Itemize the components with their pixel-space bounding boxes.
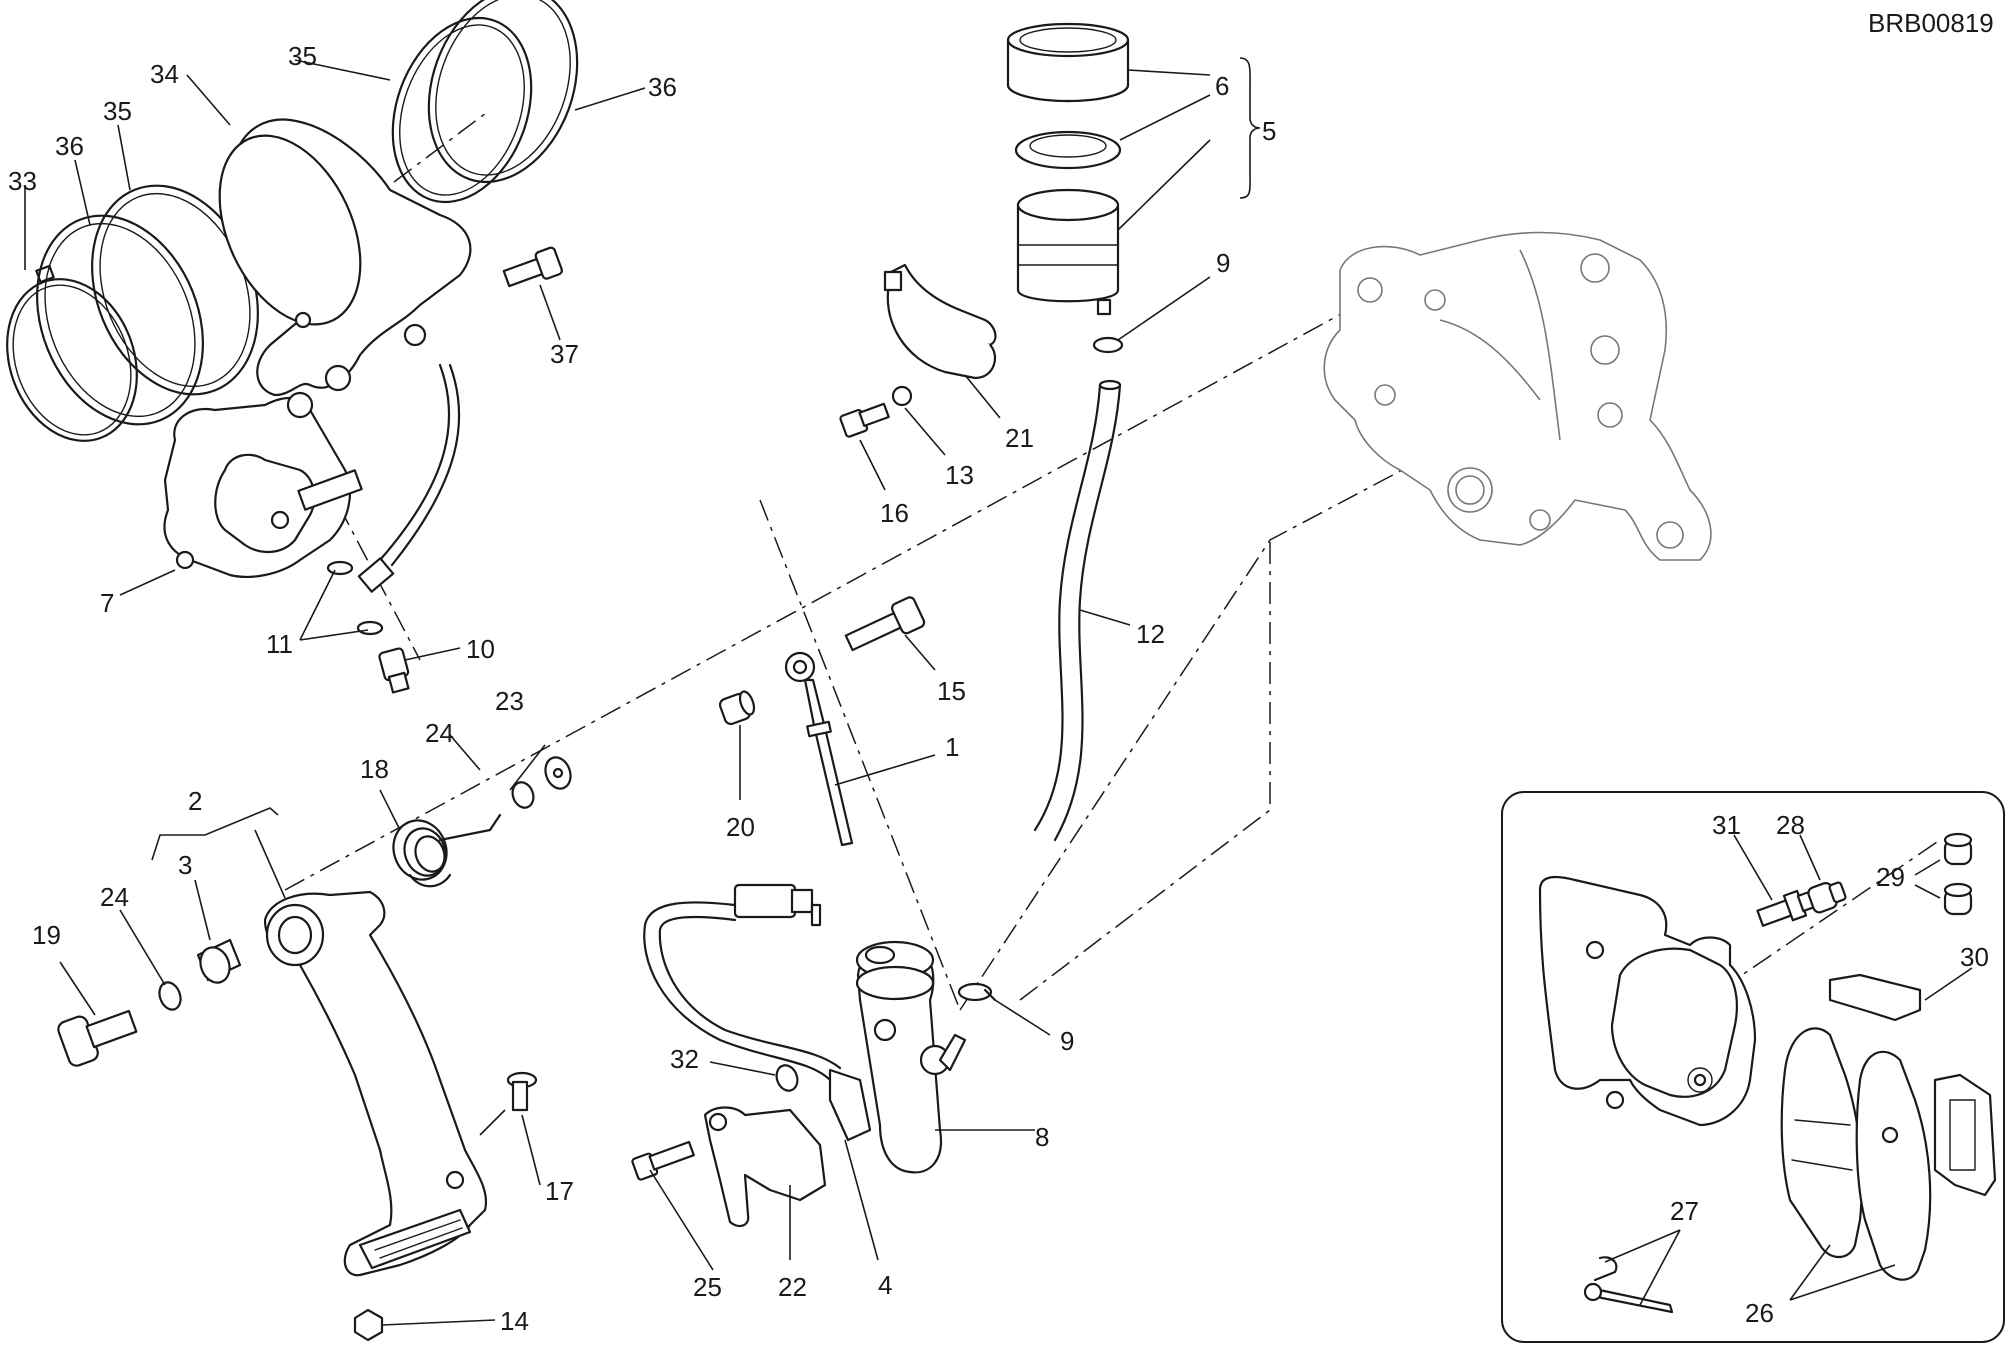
label-34: 34 xyxy=(150,59,179,89)
label-5: 5 xyxy=(1262,116,1276,146)
label-27: 27 xyxy=(1670,1196,1699,1226)
label-3: 3 xyxy=(178,850,192,880)
screw-15 xyxy=(844,596,926,652)
label-29: 29 xyxy=(1876,862,1905,892)
label-35-top: 35 xyxy=(288,41,317,71)
label-11: 11 xyxy=(266,629,293,659)
label-19: 19 xyxy=(32,920,61,950)
seal-ring-35b xyxy=(391,16,533,204)
pedal-pivot xyxy=(57,938,242,1067)
part-number-labels: 1 2 3 4 5 6 7 8 9 9 10 11 12 13 14 15 16… xyxy=(8,41,1989,1336)
return-spring xyxy=(392,813,502,888)
label-22: 22 xyxy=(778,1272,807,1302)
caliper-hose xyxy=(378,363,451,562)
label-24-top: 24 xyxy=(425,718,454,748)
brake-pedal xyxy=(263,890,538,1342)
reservoir-bracket xyxy=(839,263,997,438)
label-15: 15 xyxy=(937,676,966,706)
label-37: 37 xyxy=(550,339,579,369)
label-20: 20 xyxy=(726,812,755,842)
label-25: 25 xyxy=(693,1272,722,1302)
label-21: 21 xyxy=(1005,423,1034,453)
label-12: 12 xyxy=(1136,619,1165,649)
circlip-ring xyxy=(6,278,138,442)
label-9-bottom: 9 xyxy=(1060,1026,1074,1056)
spacer-20 xyxy=(718,690,756,726)
label-8: 8 xyxy=(1035,1122,1049,1152)
label-24-bottom: 24 xyxy=(100,882,129,912)
seal-ring-36 xyxy=(36,214,204,426)
push-rod xyxy=(784,651,854,847)
assembly-axes xyxy=(284,109,1941,1011)
label-6: 6 xyxy=(1215,71,1229,101)
bolt-37 xyxy=(502,246,563,288)
label-33: 33 xyxy=(8,166,37,196)
label-36-top: 36 xyxy=(648,72,677,102)
reservoir-hose xyxy=(1033,383,1102,832)
master-cylinder-bracket xyxy=(631,1106,827,1228)
label-10: 10 xyxy=(466,634,495,664)
label-1: 1 xyxy=(945,732,959,762)
label-23: 23 xyxy=(495,686,524,716)
drawing-code: BRB00819 xyxy=(1868,8,1994,38)
brake-light-switch xyxy=(643,883,872,1142)
leader-lines xyxy=(24,57,1973,1326)
label-14: 14 xyxy=(500,1306,529,1336)
label-7: 7 xyxy=(100,588,114,618)
seal-ring-36b xyxy=(427,0,579,184)
label-32: 32 xyxy=(670,1044,699,1074)
frame-plate xyxy=(1323,231,1712,561)
label-18: 18 xyxy=(360,754,389,784)
label-31: 31 xyxy=(1712,810,1741,840)
label-30: 30 xyxy=(1960,942,1989,972)
label-17: 17 xyxy=(545,1176,574,1206)
label-28: 28 xyxy=(1776,810,1805,840)
label-36-left: 36 xyxy=(55,131,84,161)
washer-24 xyxy=(511,781,535,809)
caliper-detail-inset xyxy=(1501,791,2005,1343)
label-13: 13 xyxy=(945,460,974,490)
label-9-top: 9 xyxy=(1216,248,1230,278)
caliper-bracket-group xyxy=(6,0,579,442)
label-16: 16 xyxy=(880,498,909,528)
master-cylinder xyxy=(855,940,997,1174)
label-2: 2 xyxy=(188,786,202,816)
brake-fluid-reservoir xyxy=(1006,22,1130,354)
label-35-left: 35 xyxy=(103,96,132,126)
label-4: 4 xyxy=(878,1270,892,1300)
label-26: 26 xyxy=(1745,1298,1774,1328)
